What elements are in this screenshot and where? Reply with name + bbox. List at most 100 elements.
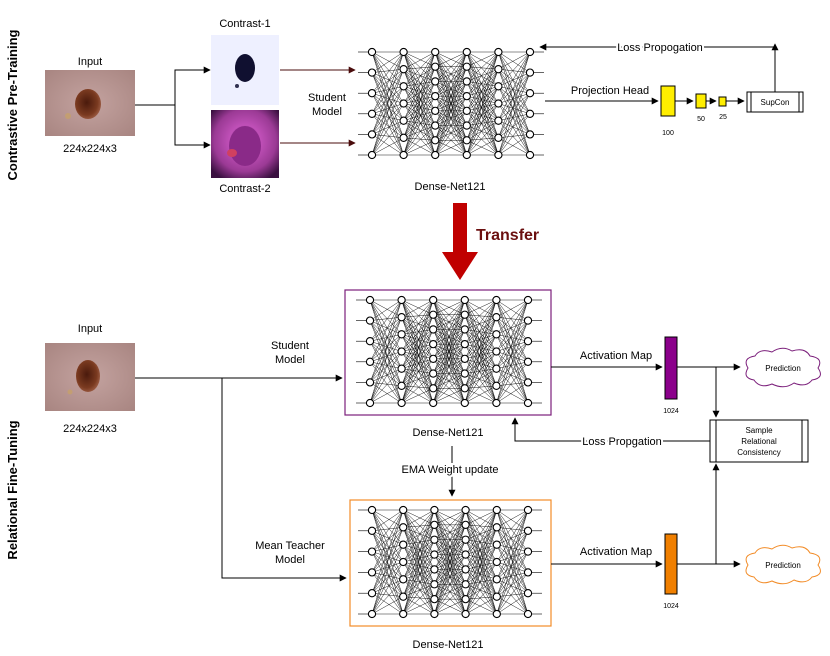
network-node: [525, 109, 535, 118]
arrow-input-to-teacher: [221, 378, 347, 582]
network-node: [525, 68, 535, 77]
contrast2-label: Contrast-2: [219, 183, 270, 195]
consistency-label-3: Consistency: [737, 448, 781, 457]
finetune-input-size: 224x224x3: [63, 423, 117, 435]
network-node: [430, 580, 439, 589]
network-node: [367, 609, 377, 619]
network-node: [429, 398, 438, 408]
projection-head: [660, 85, 745, 117]
network-node: [429, 384, 438, 393]
pretrain-model-label-2: Model: [312, 106, 342, 118]
network-node: [460, 339, 469, 349]
finetune-input-label: Input: [78, 323, 102, 335]
contrast1-image: [211, 35, 279, 105]
student-dim-label: 1024: [663, 408, 679, 415]
network-node: [462, 91, 471, 101]
transfer-label: Transfer: [476, 227, 539, 244]
network-node: [431, 91, 440, 101]
network-node: [430, 594, 439, 604]
network-node: [429, 295, 438, 305]
network-node: [462, 150, 471, 160]
finetune-student-label-1: Student: [271, 340, 309, 352]
teacher-label-1: Mean Teacher: [255, 540, 325, 552]
network-node: [367, 68, 377, 77]
pretrain-densenet-graph: [358, 47, 544, 160]
student-activation-map: [664, 336, 678, 400]
network-node: [367, 130, 377, 139]
network-node: [399, 150, 408, 160]
network-node: [523, 316, 533, 325]
student-prediction-label: Prediction: [765, 364, 801, 373]
network-node: [367, 47, 377, 57]
network-node: [462, 136, 471, 145]
finetune-student-label-2: Model: [275, 354, 305, 366]
network-node: [492, 364, 501, 373]
proj-layer-25: [718, 96, 727, 107]
network-node: [429, 339, 438, 349]
network-node: [462, 106, 471, 116]
teacher-densenet-graph: [358, 505, 542, 619]
pretrain-model-label-1: Student: [308, 92, 346, 104]
network-node: [523, 609, 533, 619]
network-node: [494, 47, 503, 57]
arrow-to-contrast1: [135, 66, 211, 106]
network-node: [460, 369, 469, 378]
network-node: [460, 398, 469, 408]
network-node: [431, 136, 440, 145]
proj-dim-100: 100: [662, 130, 674, 137]
pretrain-input-label: Input: [78, 56, 102, 68]
network-node: [492, 295, 501, 305]
student-activation-label: Activation Map: [580, 350, 652, 362]
network-node: [365, 337, 375, 346]
network-node: [399, 65, 408, 74]
network-node: [367, 109, 377, 118]
network-edges: [356, 299, 542, 404]
network-node: [492, 505, 501, 515]
network-node: [430, 609, 439, 619]
network-node: [399, 99, 408, 108]
transfer-arrow: [442, 203, 478, 280]
network-node: [462, 77, 471, 86]
network-node: [494, 133, 503, 142]
network-node: [494, 150, 503, 160]
network-node: [462, 47, 471, 57]
teacher-prediction-label: Prediction: [765, 561, 801, 570]
network-node: [431, 121, 440, 130]
network-node: [492, 575, 501, 584]
finetune-loss-arrow: [511, 417, 710, 442]
network-node: [492, 313, 501, 322]
network-node: [460, 384, 469, 393]
student-densenet-graph: [356, 295, 542, 408]
network-node: [397, 313, 406, 322]
stage-label-finetuning: Relational Fine-Tuning: [5, 420, 20, 559]
teacher-network-label: Dense-Net121: [413, 639, 484, 651]
network-node: [461, 550, 470, 559]
network-node: [367, 150, 377, 160]
consistency-label-2: Relational: [741, 437, 777, 446]
pretrain-loss-label: Loss Propogation: [617, 42, 703, 54]
network-node: [430, 535, 439, 544]
network-node: [430, 550, 439, 559]
network-node: [429, 310, 438, 319]
network-node: [461, 594, 470, 604]
network-node: [492, 347, 501, 356]
network-node: [523, 378, 533, 387]
network-node: [523, 398, 533, 408]
finetune-loss-label: Loss Propgation: [582, 436, 662, 448]
network-node: [460, 295, 469, 305]
network-node: [525, 130, 535, 139]
network-node: [461, 535, 470, 544]
network-node: [399, 592, 408, 601]
network-node: [525, 89, 535, 98]
network-node: [365, 378, 375, 387]
network-node: [365, 398, 375, 408]
network-node: [430, 505, 439, 515]
network-node: [461, 609, 470, 619]
network-node: [494, 82, 503, 91]
network-node: [399, 47, 408, 57]
network-node: [492, 381, 501, 390]
network-node: [429, 369, 438, 378]
network-node: [461, 580, 470, 589]
network-node: [397, 364, 406, 373]
network-node: [523, 589, 533, 598]
